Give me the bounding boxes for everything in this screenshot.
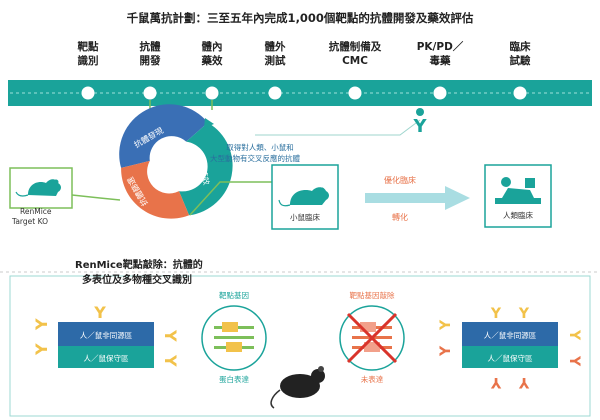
gene-right-caption: 未表達 [361,374,384,384]
knockout-section [9,275,591,417]
right-antibody-panel: 人／鼠非同源區 人／鼠保守區 Y Y Y Y Y Y Y Y [438,306,582,390]
stage-4-line-1: 體外 [265,40,286,53]
page-title: 千鼠萬抗計劃：三至五年內完成1,000個靶點的抗體開發及藥效評估 [127,11,474,25]
orange-antibody-icon: Y [518,374,530,390]
cross-icon [346,312,398,364]
stage-7-line-2: 試驗 [510,54,531,67]
cycle-segment-discovery [119,104,208,168]
cross-note-line-1: 取得對人類、小鼠和 [226,142,294,152]
human-clinic-label: 人類臨床 [503,210,533,220]
cycle-arrow-icon [204,118,214,128]
stage-labels: 靶點 識別 抗體 開發 體內 藥效 體外 測試 抗體制備及 CMC PK/PD／… [78,40,531,67]
cross-note-line-2: 大型動物有交叉反應的抗體 [210,153,300,163]
stage-dot-4 [268,86,282,100]
right-panel-bottom-label: 人／鼠保守區 [488,353,533,363]
gene-right-title: 靶點基因敲除 [350,290,395,300]
orange-antibody-icon: Y [490,374,502,390]
gene-knockout-right: 靶點基因敲除 未表達 [339,290,405,384]
timeline-band [8,80,592,106]
cycle-segment-screening [121,160,190,219]
stage-1-line-2: 識別 [78,54,99,67]
yellow-antibody-icon: Y [518,306,530,322]
mouse-icon [28,179,61,196]
gene-expression-left: 靶點基因 蛋白表達 [201,290,267,384]
mouse-clinic-icon [290,187,329,205]
renmice-box: RenMice Target KO [9,167,73,226]
stage-7-line-1: 臨床 [510,40,531,53]
translation-top-label: 優化臨床 [384,175,416,185]
stage-3-line-2: 藥效 [201,54,223,67]
human-clinic-box: 人類臨床 [484,164,552,228]
renmice-label-line-2: Target KO [11,217,48,226]
left-panel-top-label: 人／鼠非同源區 [80,330,133,340]
stage-6-line-2: 毒藥 [430,54,451,67]
renmice-label-line-1: RenMice [20,207,52,216]
stage-6-line-1: PK/PD／ [417,40,464,53]
gene-block [222,322,238,332]
mouse-clinic-label: 小鼠臨床 [290,212,320,222]
yellow-antibody-icon: Y [32,318,51,331]
stage-dot-3 [205,86,219,100]
right-panel-top-label: 人／鼠非同源區 [484,330,537,340]
left-panel-bottom [58,346,154,368]
mouse-clinic-box: 小鼠臨床 [271,164,339,230]
black-mouse-icon [270,366,325,409]
gene-left-caption: 蛋白表達 [219,374,249,384]
right-panel-bottom [462,346,558,368]
yellow-antibody-icon: Y [32,343,51,356]
antibody-y-icon: Y [412,116,427,137]
yellow-antibody-icon: Y [93,303,106,322]
stage-dot-5 [348,86,362,100]
stage-dot-6 [433,86,447,100]
knockout-line-2: 多表位及多物種交叉識別 [82,273,192,286]
left-panel-top [58,322,154,346]
stage-4-line-2: 測試 [265,54,286,67]
gene-left-title: 靶點基因 [219,290,249,300]
gene-block [226,342,242,352]
left-panel-bottom-label: 人／鼠保守區 [84,353,129,363]
stage-2-line-1: 抗體 [140,40,161,53]
yellow-antibody-icon: Y [161,329,180,342]
knockout-heading: RenMice靶點敲除：抗體的 多表位及多物種交叉識別 [75,258,203,286]
left-antibody-panel: 人／鼠非同源區 人／鼠保守區 Y Y Y Y Y [32,303,180,368]
stage-dot-2 [143,86,157,100]
knockout-line-1: RenMice靶點敲除：抗體的 [75,258,203,271]
stage-3-line-1: 體內 [202,40,223,53]
stage-dot-7 [513,86,527,100]
orange-antibody-icon: Y [438,345,454,357]
yellow-antibody-icon: Y [566,329,582,341]
yellow-antibody-icon: Y [438,319,454,331]
cycle-segment-in-vivo [179,122,233,216]
right-panel-top [462,322,558,346]
translation-bottom-label: 轉化 [392,212,408,222]
stage-2-line-2: 開發 [140,54,161,67]
orange-antibody-icon: Y [566,355,582,367]
stage-5-line-2: CMC [342,55,368,67]
yellow-antibody-icon: Y [490,306,502,322]
stage-dot-1 [81,86,95,100]
yellow-antibody-icon: Y [161,354,180,367]
stage-1-line-1: 靶點 [78,40,99,53]
translation-arrow: 優化臨床 轉化 [365,175,470,222]
stage-5-line-1: 抗體制備及 [329,40,382,53]
patient-icon [502,188,534,198]
